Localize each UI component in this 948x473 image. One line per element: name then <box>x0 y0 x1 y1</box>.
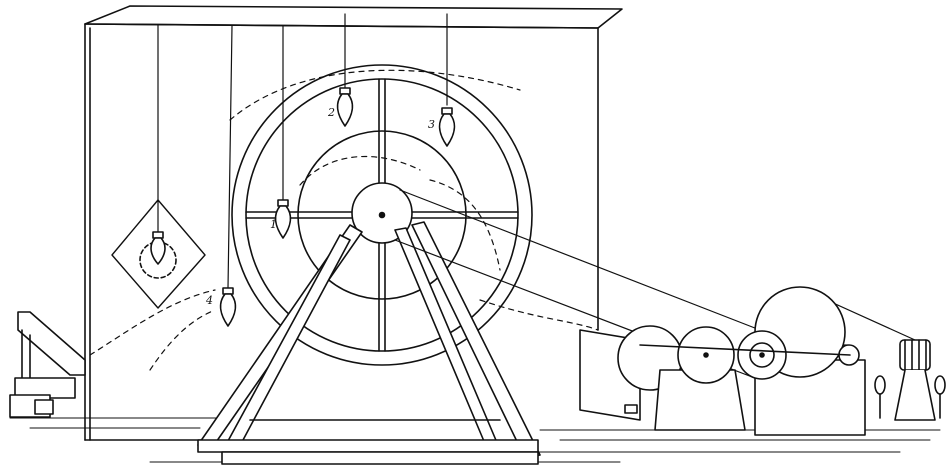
dynamo-machinery <box>579 286 866 436</box>
left-apparatus <box>9 311 86 418</box>
discharge-paths <box>89 69 599 371</box>
lamp-label: 2 <box>327 106 335 119</box>
lamp-3: 3 <box>428 107 456 147</box>
lamp-2: 2 <box>327 87 354 127</box>
diamond-frame <box>111 199 206 309</box>
lamp-label: 1 <box>270 218 277 231</box>
lamp-label: 3 <box>428 118 435 131</box>
hanging-cords <box>157 13 448 289</box>
table-lamps <box>874 339 946 421</box>
lamp-ring-center <box>150 231 166 265</box>
backdrop-board <box>84 5 623 441</box>
a-frame-stand <box>197 221 541 465</box>
lamp-1: 1 <box>270 199 292 239</box>
lamp-4: 4 <box>205 287 237 327</box>
lamp-label: 4 <box>205 294 213 307</box>
large-wheel <box>231 64 533 366</box>
